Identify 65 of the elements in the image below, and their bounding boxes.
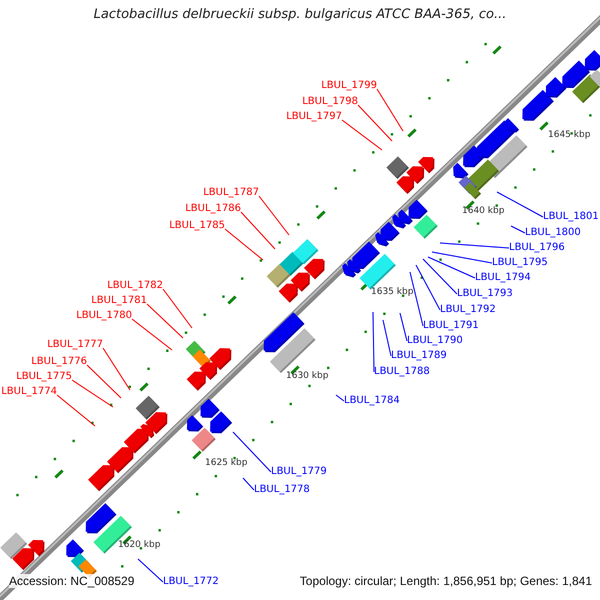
leader-line [56, 394, 96, 426]
gene-label: LBUL_1780 [76, 310, 132, 322]
leader-line [72, 380, 114, 408]
gene-label: LBUL_1782 [107, 280, 163, 292]
scale-label: 1620 kbp [118, 540, 160, 550]
leader-line [372, 312, 374, 372]
leader-line [138, 558, 164, 582]
gene-label: LBUL_1801 [543, 211, 599, 223]
gene-label: LBUL_1796 [509, 242, 565, 254]
gene-label: LBUL_1785 [169, 220, 225, 232]
gene-label: LBUL_1776 [31, 356, 87, 368]
gene-label: LBUL_1779 [271, 466, 327, 478]
gene-label: LBUL_1799 [321, 80, 377, 92]
leader-line [224, 228, 264, 260]
leader-line [232, 432, 272, 472]
leader-line [400, 312, 408, 342]
leader-line [162, 288, 192, 328]
leader-line [440, 242, 510, 248]
leader-line [132, 318, 172, 350]
gene-label: LBUL_1791 [423, 320, 479, 332]
gene-label: LBUL_1793 [457, 288, 513, 300]
leader-line [240, 212, 276, 250]
scale-label: 1635 kbp [371, 287, 414, 297]
leader-line [242, 478, 254, 490]
gene-label: LBUL_1778 [254, 484, 310, 496]
scale-label: 1640 kbp [462, 206, 504, 216]
leader-line [410, 272, 424, 326]
leader-line [382, 320, 392, 356]
leader-line [428, 256, 476, 278]
gene-label: LBUL_1795 [492, 257, 548, 269]
gene-label: LBUL_1800 [525, 227, 581, 239]
gene-label: LBUL_1789 [391, 350, 447, 362]
gene-label: LBUL_1777 [47, 339, 103, 351]
leader-line [146, 304, 184, 338]
chart-title: Lactobacillus delbrueckii subsp. bulgaricus ATCC BAA-365, co... [92, 7, 508, 22]
gene-label: LBUL_1775 [16, 371, 72, 383]
gene-label: LBUL_1798 [302, 96, 358, 108]
gene-label: LBUL_1790 [407, 335, 463, 347]
genome-summary-text: Topology: circular; Length: 1,856,951 bp; Genes: 1,841 [300, 574, 592, 588]
gene-label: LBUL_1797 [286, 111, 342, 123]
leader-line [510, 226, 526, 234]
gene-label: LBUL_1788 [374, 366, 430, 378]
leader-line [432, 252, 492, 264]
leader-line [358, 104, 392, 142]
gene-label: LBUL_1774 [1, 386, 57, 398]
leader-line [376, 88, 404, 132]
gene-label: LBUL_1781 [91, 295, 147, 307]
scale-label: 1645 kbp [548, 130, 590, 140]
leader-line [422, 258, 458, 294]
leader-line [102, 348, 130, 390]
gene-label: LBUL_1792 [440, 304, 496, 316]
leader-line [342, 120, 382, 150]
scale-label: 1625 kbp [205, 458, 248, 468]
accession-text: Accession: NC_008529 [9, 574, 134, 588]
gene-label: LBUL_1786 [185, 203, 241, 215]
gene-label: LBUL_1784 [344, 395, 400, 407]
scale-label: 1630 kbp [286, 371, 328, 381]
gene-label: LBUL_1772 [163, 576, 219, 588]
leader-line [336, 394, 344, 402]
gene-label: LBUL_1794 [475, 272, 531, 284]
gene-label: LBUL_1787 [203, 187, 259, 199]
leader-line [496, 192, 544, 218]
leader-line [86, 364, 122, 398]
leader-line [258, 196, 290, 236]
leader-line [416, 264, 440, 310]
